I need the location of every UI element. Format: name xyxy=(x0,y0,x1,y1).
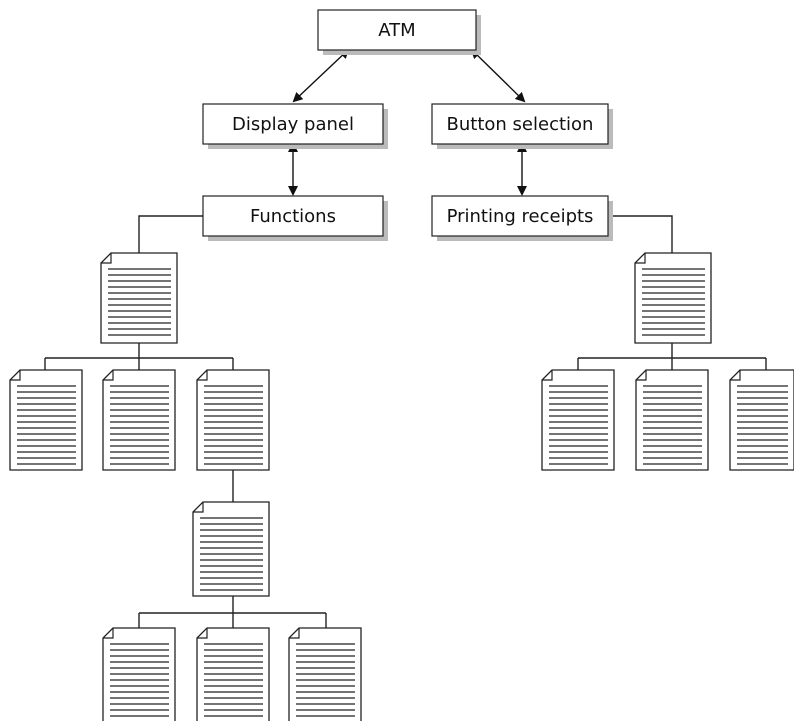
printing-receipts-box: Printing receipts xyxy=(431,195,613,241)
atm-box: ATM xyxy=(317,9,481,55)
document-icon xyxy=(102,369,176,471)
document-icon xyxy=(634,252,712,344)
button-selection-label: Button selection xyxy=(447,114,594,135)
document-icon xyxy=(102,627,176,721)
document-icon xyxy=(196,369,270,471)
display-panel-box: Display panel xyxy=(202,103,388,149)
button-selection-box: Button selection xyxy=(431,103,613,149)
document-icon xyxy=(729,369,794,471)
document-icon xyxy=(288,627,362,721)
printing-receipts-label: Printing receipts xyxy=(447,206,594,227)
document-icon xyxy=(192,501,270,597)
document-icons xyxy=(9,252,794,721)
document-icon xyxy=(541,369,615,471)
connector-lines xyxy=(44,215,767,628)
document-icon xyxy=(635,369,709,471)
document-icon xyxy=(9,369,83,471)
arrows-group xyxy=(288,48,527,196)
functions-box: Functions xyxy=(202,195,388,241)
display-panel-label: Display panel xyxy=(232,114,354,135)
functions-label: Functions xyxy=(250,206,336,227)
double-arrow-icon xyxy=(292,48,350,103)
document-icon xyxy=(196,627,270,721)
atm-label: ATM xyxy=(378,20,415,41)
document-icon xyxy=(100,252,178,344)
double-arrow-icon xyxy=(470,48,526,103)
